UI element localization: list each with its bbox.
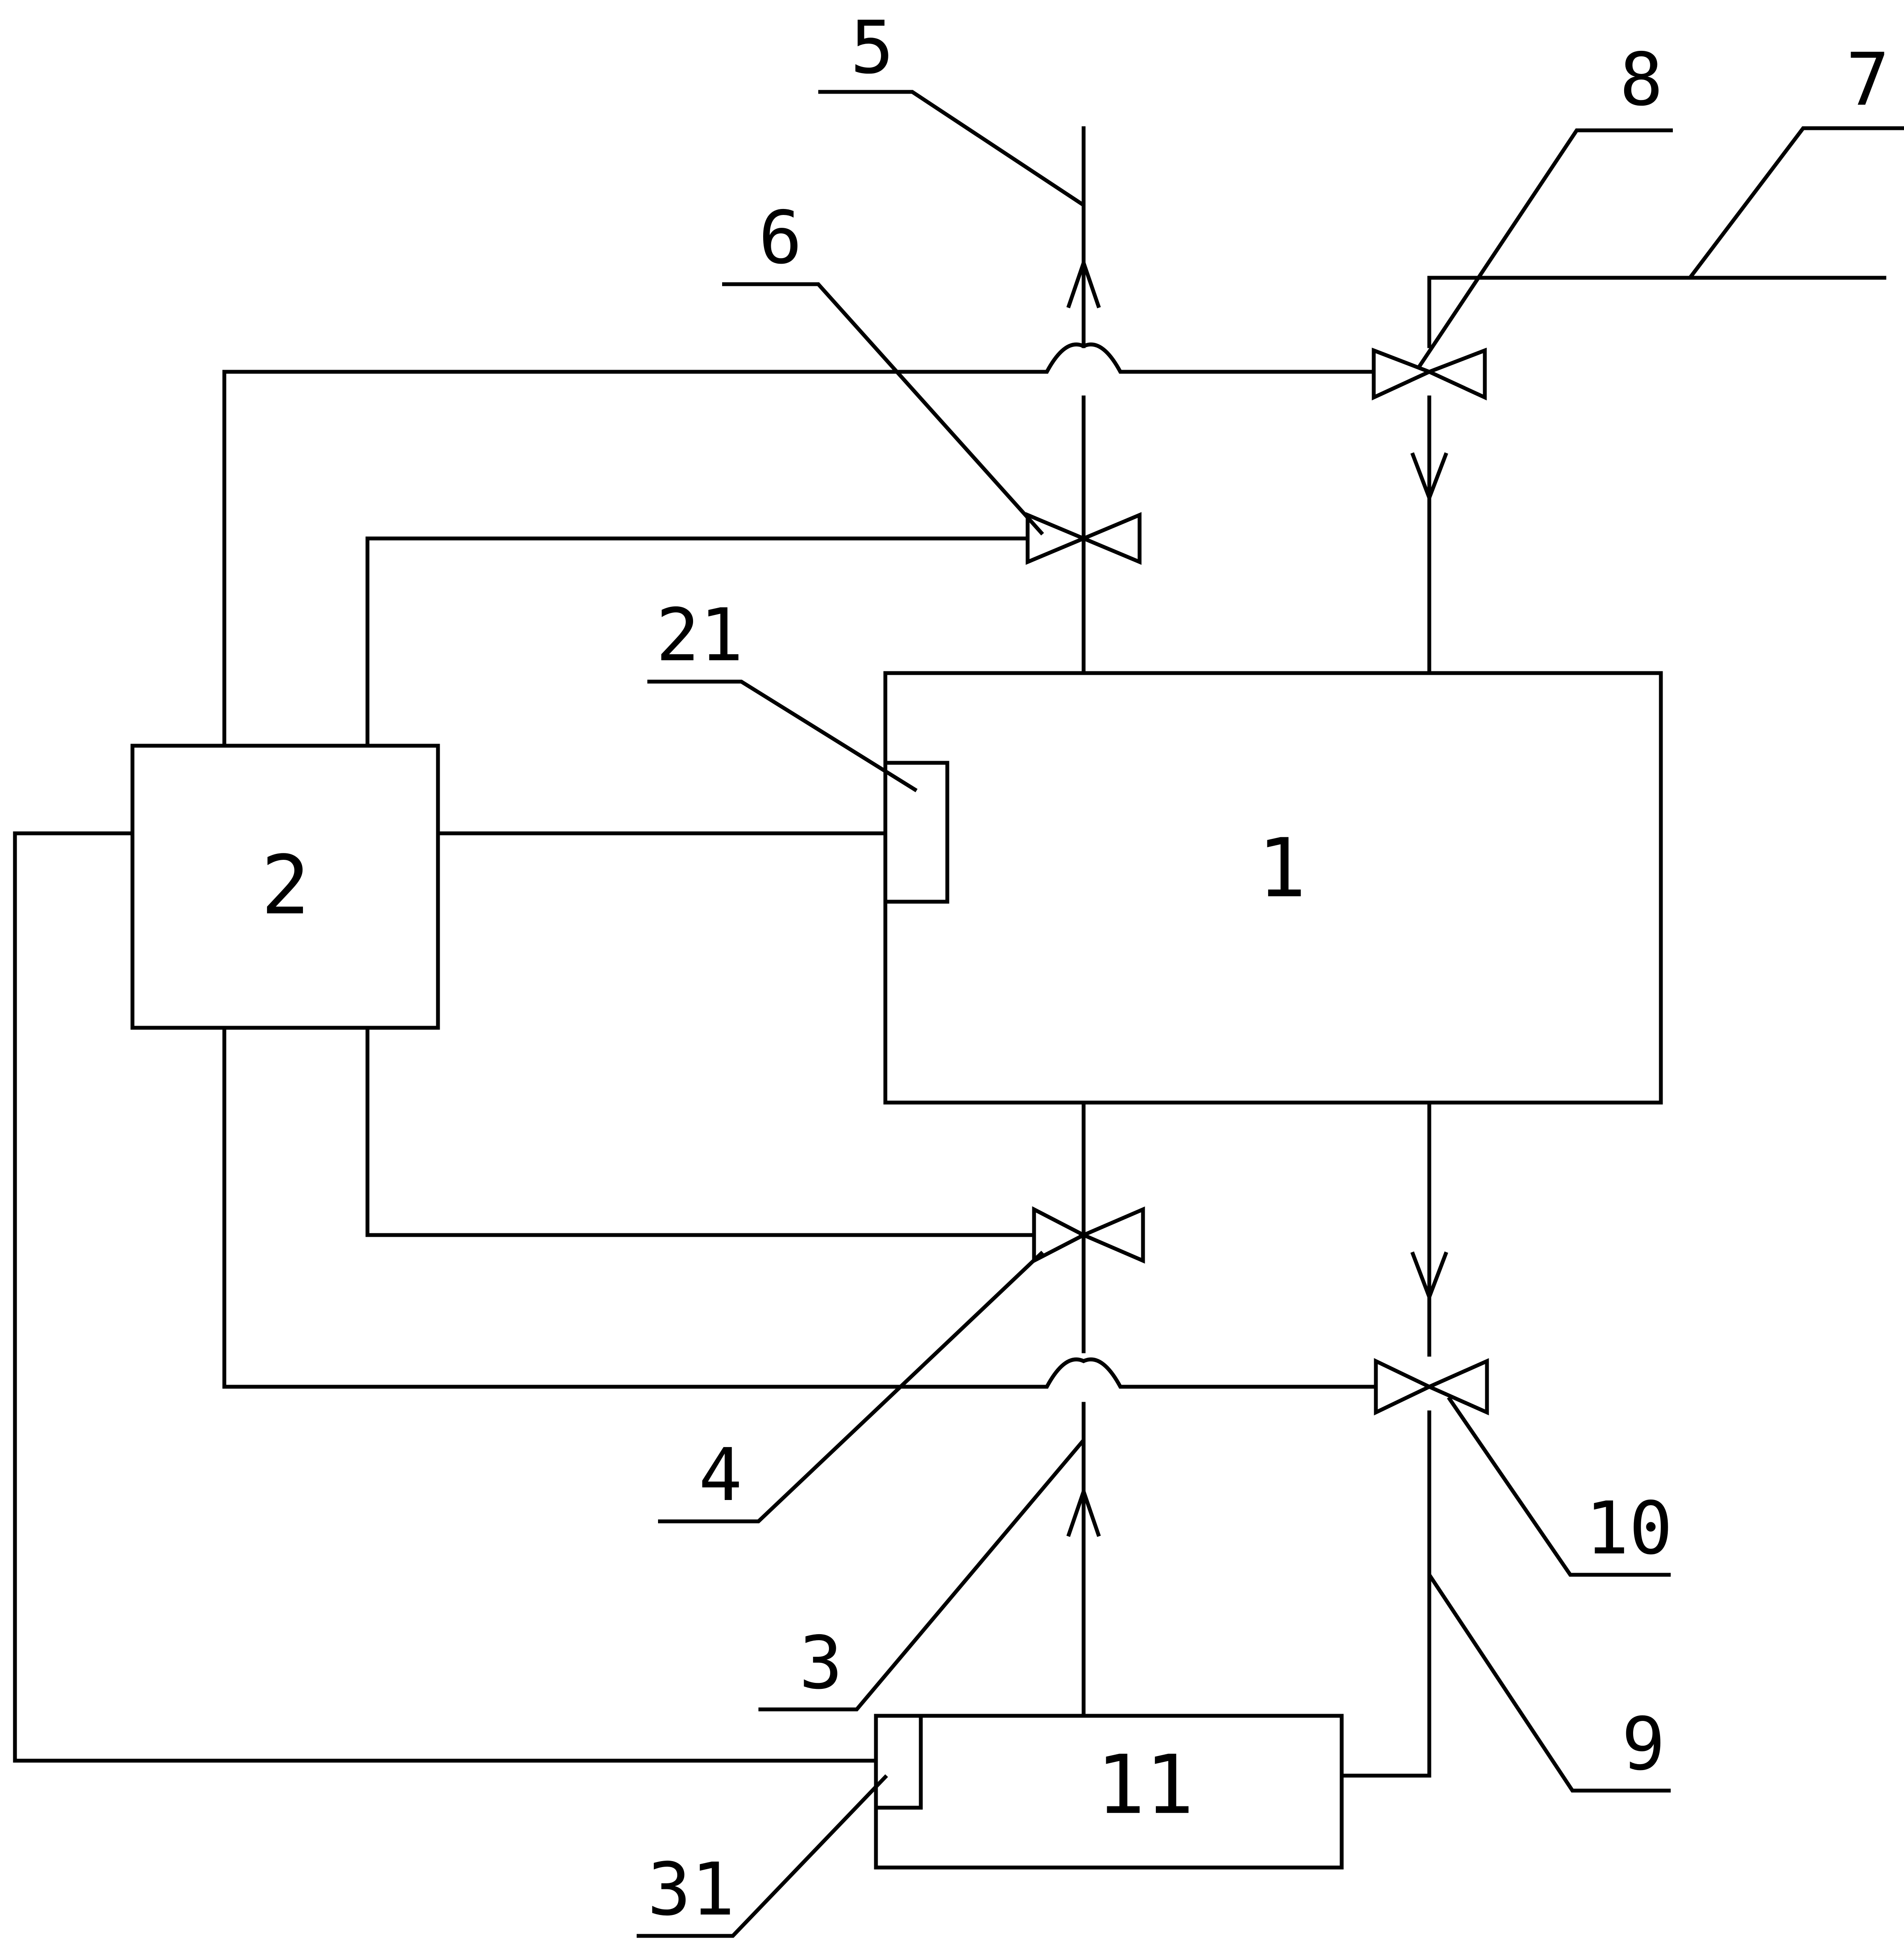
flow-arrow-down-right-bottom	[1410, 1251, 1449, 1303]
sensor-31	[874, 1714, 923, 1810]
label-7: 7	[1846, 38, 1889, 122]
label-31: 31	[647, 1847, 735, 1932]
label-8: 8	[1619, 38, 1663, 122]
inlet-valve-4	[1032, 1206, 1145, 1264]
tank-1-label: 1	[1258, 821, 1306, 915]
flow-arrow-up-bottom	[1066, 1485, 1101, 1537]
flow-arrow-down-right-top	[1410, 452, 1449, 503]
control-lines	[13, 342, 1378, 1763]
flow-arrow-up-top	[1066, 257, 1101, 309]
supply-drain-pipe	[1340, 276, 1886, 1778]
supply-valve-8	[1372, 347, 1487, 401]
tank-1: 1	[883, 671, 1663, 1105]
label-3: 3	[799, 1621, 843, 1706]
leader-lines	[637, 90, 1904, 1938]
controller-2-label: 2	[261, 838, 310, 932]
outlet-valve-6	[1025, 512, 1142, 565]
label-4: 4	[699, 1433, 742, 1518]
reference-labels: 5 6 8 7 21 4 3 10 9 31	[647, 6, 1889, 1932]
label-21: 21	[656, 593, 743, 678]
drain-valve-10	[1374, 1358, 1489, 1416]
unit-11-label: 11	[1096, 1738, 1194, 1832]
controller-2: 2	[130, 744, 440, 1030]
label-9: 9	[1622, 1702, 1665, 1787]
label-6: 6	[758, 196, 802, 280]
label-10: 10	[1585, 1486, 1673, 1571]
label-5: 5	[850, 6, 894, 90]
unit-11: 11	[874, 1714, 1344, 1870]
sensor-21	[883, 761, 949, 904]
